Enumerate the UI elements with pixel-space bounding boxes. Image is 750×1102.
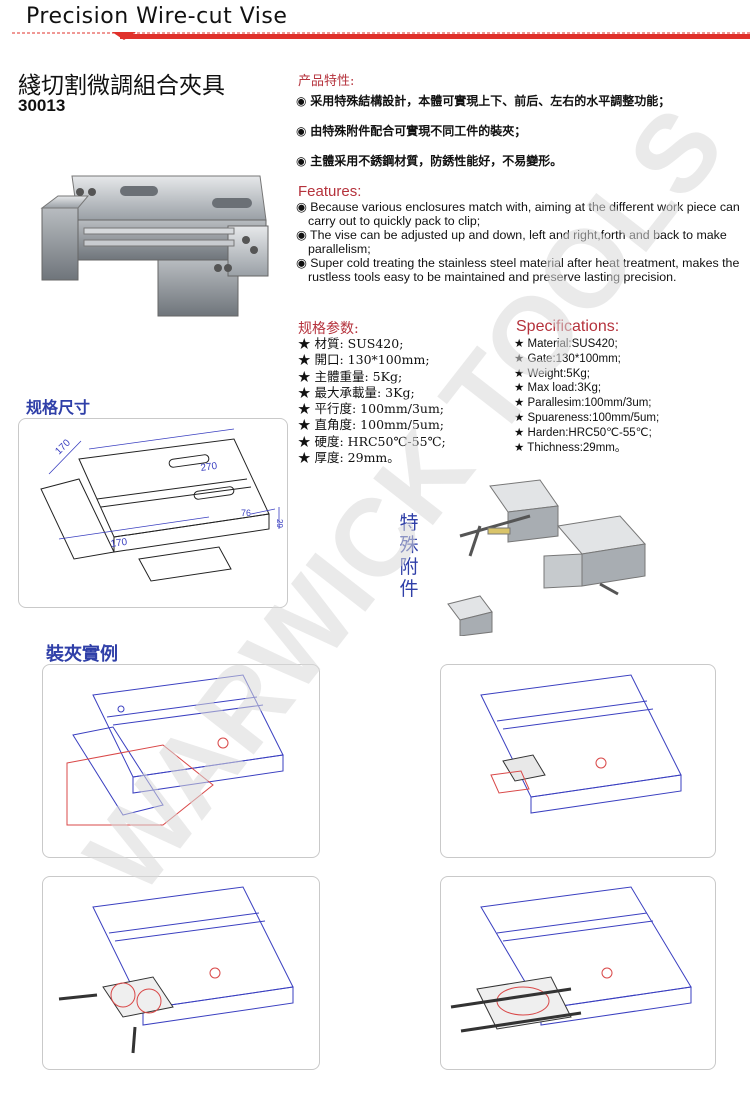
example-panel-1 — [42, 664, 320, 858]
accessories-photo — [447, 479, 646, 636]
product-code: 30013 — [18, 96, 66, 115]
spec-en-item: Material:SUS420; — [514, 337, 659, 352]
dimension-label: 170 — [110, 537, 128, 550]
spec-cn-item: 厚度: 29mm。 — [298, 450, 446, 466]
features-en-item: The vise can be adjusted up and down, le… — [296, 228, 746, 256]
spec-cn-item: 平行度: 100mm/3um; — [298, 401, 446, 417]
specs-cn-list: 材質: SUS420; 開口: 130*100mm; 主體重量: 5Kg; 最大… — [298, 336, 446, 466]
spec-en-item: Harden:HRC50℃-55℃; — [514, 426, 659, 441]
accessories-label: 特殊附件 — [399, 512, 419, 600]
specs-en-list: Material:SUS420; Gate:130*100mm; Weight:… — [514, 337, 659, 455]
spec-cn-item: 直角度: 100mm/5um; — [298, 417, 446, 433]
examples-heading: 裝夾實例 — [46, 644, 118, 665]
features-cn-item: 采用特殊結構設計，本體可實現上下、前后、左右的水平調整功能； — [296, 92, 750, 122]
spec-cn-item: 材質: SUS420; — [298, 336, 446, 352]
features-en-item: Super cold treating the stainless steel … — [296, 256, 746, 284]
dimension-label: 76 — [241, 508, 251, 518]
spec-cn-item: 硬度: HRC50℃-55℃; — [298, 434, 445, 450]
spec-cn-item: 主體重量: 5Kg; — [298, 369, 446, 385]
spec-cn-item: 最大承載量: 3Kg; — [298, 385, 446, 401]
spec-en-item: Gate:130*100mm; — [514, 352, 659, 367]
features-en-item: Because various enclosures match with, a… — [296, 200, 746, 228]
features-cn-item: 由特殊附件配合可實現不同工件的裝夾； — [296, 122, 750, 152]
features-cn-list: 采用特殊結構設計，本體可實現上下、前后、左右的水平調整功能； 由特殊附件配合可實… — [296, 92, 750, 182]
product-name-cn: 綫切割微調組合夾具 — [18, 73, 225, 99]
specs-cn-heading: 规格参数: — [298, 321, 359, 337]
vise-product-photo — [40, 175, 269, 317]
dimension-drawing-panel: 170 270 170 76 29 — [18, 418, 288, 608]
example-panel-3 — [42, 876, 320, 1070]
spec-cn-item: 開口: 130*100mm; — [298, 352, 446, 368]
page-title: Precision Wire-cut Vise — [26, 4, 288, 29]
header-divider — [12, 32, 750, 40]
dimension-label: 29 — [275, 519, 284, 528]
dimension-label: 270 — [200, 461, 218, 474]
features-cn-heading: 产品特性: — [298, 74, 355, 89]
features-cn-item: 主體采用不銹鋼材質，防銹性能好，不易變形。 — [296, 152, 750, 182]
dimension-label: 170 — [53, 437, 73, 457]
features-en-heading: Features: — [298, 183, 362, 200]
specs-en-heading: Specifications: — [516, 318, 620, 335]
spec-en-item: Max load:3Kg; — [514, 381, 659, 396]
example-drawing — [480, 674, 682, 814]
spec-en-item: Parallesim:100mm/3um; — [514, 396, 659, 411]
features-en-list: Because various enclosures match with, a… — [296, 200, 746, 284]
example-drawing — [66, 674, 284, 826]
example-drawing — [450, 886, 692, 1033]
spec-en-item: Spuareness:100mm/5um; — [514, 411, 660, 426]
example-panel-2 — [440, 664, 716, 858]
spec-en-item: Weight:5Kg; — [514, 367, 659, 382]
example-panel-4 — [440, 876, 716, 1070]
dimension-drawing: 170 270 170 76 29 — [40, 428, 284, 582]
example-drawing — [58, 886, 294, 1054]
spec-en-item: Thichness:29mm。 — [514, 441, 659, 456]
dimensions-heading: 规格尺寸 — [26, 398, 91, 417]
